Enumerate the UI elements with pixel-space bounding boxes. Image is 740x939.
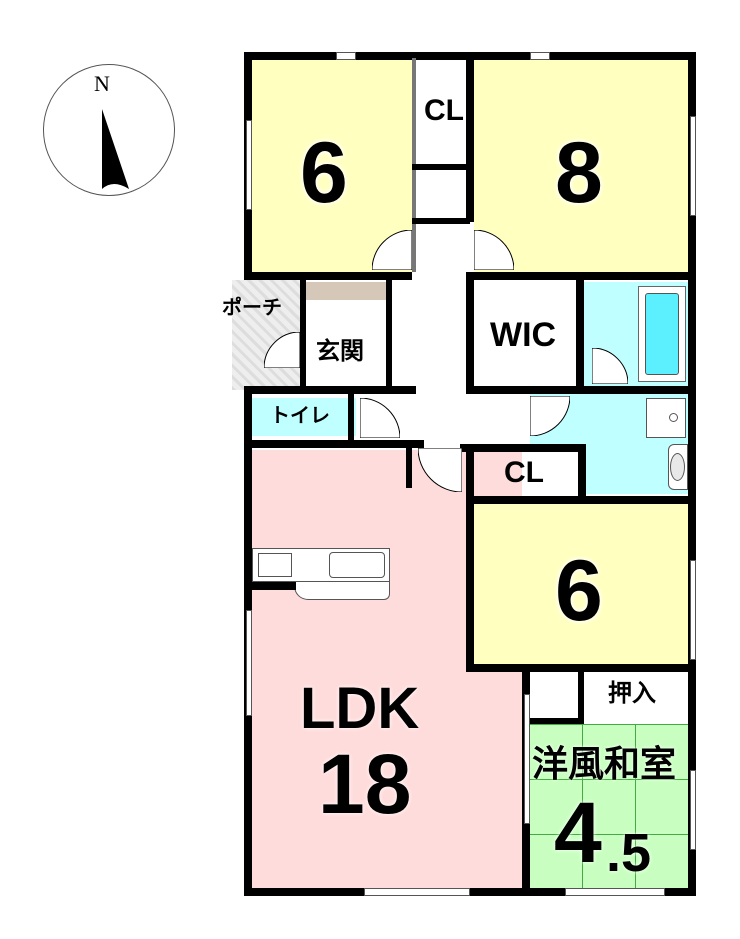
window[interactable] [690, 560, 696, 660]
room-label-bedroom-nw: 6 [300, 125, 348, 221]
toilet [252, 398, 356, 436]
compass: N [43, 64, 175, 196]
sink-icon [329, 552, 385, 578]
room-label-entrance: 玄関 [316, 338, 364, 365]
outer-wall-top [244, 52, 696, 60]
window[interactable] [364, 888, 470, 896]
room-label-porch: ポーチ [222, 297, 282, 319]
room-size-decimal-japanese-room: .5 [606, 823, 652, 883]
room-label-wic: WIC [490, 316, 557, 354]
door-swing-icon [592, 348, 628, 384]
window[interactable] [524, 694, 530, 824]
room-label-bedroom-se: 6 [555, 543, 603, 639]
window[interactable] [246, 120, 252, 210]
room-label-japanese-room: 洋風和室 [532, 743, 677, 784]
door-swing-icon [372, 230, 412, 270]
door-swing-icon [360, 398, 400, 438]
door-swing-icon [418, 448, 462, 492]
japanese-room [530, 724, 690, 890]
window[interactable] [530, 52, 550, 60]
window[interactable] [246, 610, 252, 716]
shoe-cabinet [306, 282, 388, 300]
room-size-japanese-room: 4 [554, 785, 602, 881]
compass-north-label: N [94, 71, 110, 96]
north-arrow-icon [102, 109, 129, 189]
room-label-ldk: LDK [300, 676, 420, 741]
room-size-ldk: 18 [318, 737, 412, 831]
wic [474, 282, 578, 386]
window[interactable] [336, 52, 356, 60]
bathtub [638, 286, 686, 382]
kitchen-peninsula [294, 582, 390, 600]
outer-wall-bottom [244, 888, 696, 896]
room-label-oshiire: 押入 [608, 680, 656, 707]
window[interactable] [690, 116, 696, 216]
bedroom-nw [252, 58, 412, 272]
door-swing-icon [474, 230, 514, 270]
closet-top [414, 58, 470, 222]
bedroom-ne [474, 58, 690, 272]
stove-icon [258, 553, 292, 577]
room-label-closet-mid: CL [504, 456, 544, 489]
window[interactable] [690, 770, 696, 850]
window[interactable] [565, 888, 665, 896]
door-swing-icon [264, 332, 300, 368]
oshiire [584, 674, 690, 718]
washing-machine [668, 444, 688, 490]
room-label-bedroom-ne: 8 [555, 125, 603, 221]
room-label-closet-top: CL [424, 94, 464, 127]
door-swing-icon [530, 396, 570, 436]
room-label-toilet: トイレ [270, 405, 330, 427]
kitchen-counter [252, 548, 390, 582]
bedroom-se [474, 504, 690, 664]
washbasin [646, 398, 686, 438]
outer-wall-right [688, 52, 696, 896]
